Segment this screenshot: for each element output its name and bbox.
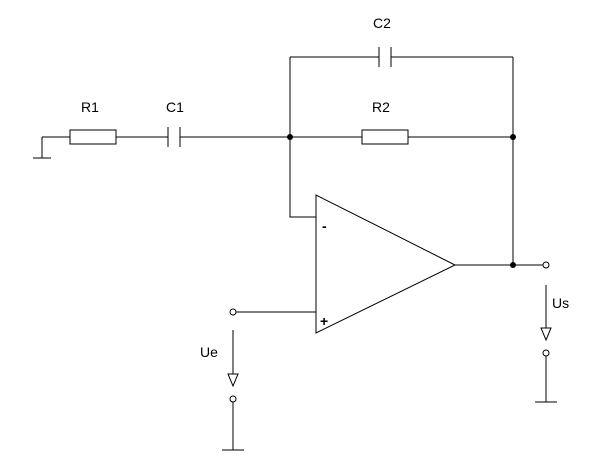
junction-node-input bbox=[287, 134, 293, 140]
opamp-triangle bbox=[315, 194, 457, 334]
r1-label: R1 bbox=[81, 99, 99, 115]
inverting-input-wire bbox=[289, 137, 316, 218]
resistor-r2 bbox=[361, 129, 409, 145]
ground-symbol-output bbox=[535, 349, 557, 403]
ground-symbol-input bbox=[222, 395, 244, 451]
feedback-c2-wire bbox=[289, 56, 514, 137]
output-voltage-arrow bbox=[540, 285, 552, 342]
output-terminal bbox=[542, 261, 550, 269]
opamp-noninverting-sign: + bbox=[320, 313, 328, 329]
input-terminal bbox=[229, 308, 237, 316]
junction-node-feedback bbox=[510, 134, 516, 140]
resistor-r1 bbox=[69, 129, 117, 145]
ground-symbol-left bbox=[33, 137, 51, 159]
input-voltage-arrow bbox=[227, 330, 239, 388]
capacitor-c2 bbox=[378, 47, 392, 67]
opamp-inverting-sign: - bbox=[322, 218, 327, 234]
capacitor-c1 bbox=[167, 127, 181, 147]
c2-label: C2 bbox=[373, 15, 391, 31]
r2-label: R2 bbox=[372, 99, 390, 115]
junction-node-output bbox=[510, 262, 516, 268]
output-signal-label: Us bbox=[552, 295, 569, 311]
input-signal-label: Ue bbox=[200, 344, 218, 360]
c1-label: C1 bbox=[166, 99, 184, 115]
